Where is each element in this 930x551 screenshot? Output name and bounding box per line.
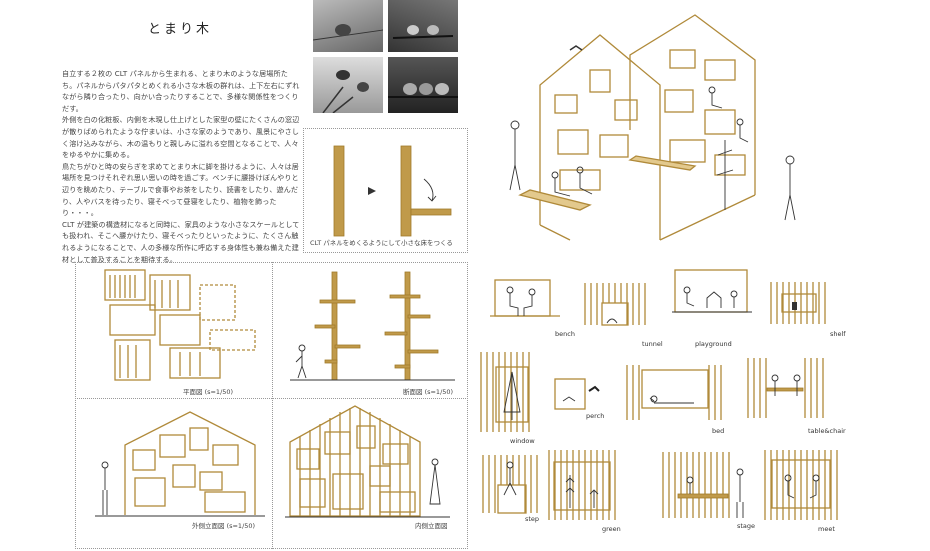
section-drawing bbox=[290, 271, 455, 381]
section-caption: 断面図 (s=1/50) bbox=[403, 388, 454, 396]
scene-label: playground bbox=[695, 340, 732, 348]
scene-label: meet bbox=[818, 525, 835, 533]
scene-label: perch bbox=[586, 412, 605, 420]
scene-perch bbox=[554, 378, 600, 410]
scene-meet bbox=[764, 450, 838, 520]
paragraph: CLT が建築の構造材になると同時に、家具のような小さなスケールとしても扱われ、… bbox=[62, 219, 300, 264]
interior-elevation-drawing bbox=[285, 405, 450, 518]
exterior-elevation-caption: 外側立面図 (s=1/50) bbox=[192, 522, 256, 530]
scene-label: window bbox=[510, 437, 535, 445]
scene-bed bbox=[626, 365, 722, 420]
scene-label: bench bbox=[555, 330, 575, 338]
clt-diagram-box: CLT パネルをめくるようにして小さな床をつくる bbox=[303, 128, 468, 253]
scene-label: table&chair bbox=[808, 427, 846, 435]
paragraph: 鳥たちがひと時の安らぎを求めてとまり木に脚を掛けるように、人々は居場所を見つけそ… bbox=[62, 161, 299, 218]
bird-photo bbox=[388, 57, 458, 113]
scene-tunnel bbox=[584, 283, 646, 326]
axonometric-drawing bbox=[509, 14, 796, 241]
bird-photo bbox=[313, 57, 383, 113]
scene-label: tunnel bbox=[642, 340, 663, 348]
paragraph: 外側を白の化粧板、内側を木現し仕上げとした家型の壁にたくさんの窓辺が散りばめられ… bbox=[62, 115, 300, 160]
scene-label: green bbox=[602, 525, 621, 533]
scene-stage bbox=[662, 452, 744, 518]
interior-elevation-caption: 内側立面図 bbox=[415, 522, 448, 530]
scene-shelf bbox=[770, 282, 826, 324]
drawings-frame bbox=[75, 262, 468, 549]
bird-photo bbox=[388, 0, 458, 52]
scene-window bbox=[480, 352, 530, 432]
paragraph: 自立する２枚の CLT パネルから生まれる、とまり木のような居場所たち。パネルか… bbox=[62, 69, 300, 113]
scene-bench bbox=[490, 279, 560, 317]
scene-label: shelf bbox=[830, 330, 846, 338]
board-title: とまり木 bbox=[147, 22, 212, 37]
scene-label: step bbox=[525, 515, 540, 523]
plan-caption: 平面図 (s=1/50) bbox=[183, 388, 234, 396]
scene-green bbox=[548, 450, 616, 520]
scene-playground bbox=[672, 269, 752, 313]
diagram-caption: CLT パネルをめくるようにして小さな床をつくる bbox=[310, 239, 453, 247]
concept-text: 自立する２枚の CLT パネルから生まれる、とまり木のような居場所たち。パネルか… bbox=[62, 68, 302, 265]
clt-fold-diagram bbox=[333, 145, 452, 237]
scene-label: stage bbox=[737, 522, 756, 530]
bird-photo bbox=[313, 0, 383, 52]
scene-step bbox=[482, 455, 538, 514]
exterior-elevation-drawing bbox=[95, 411, 265, 517]
plan-drawing bbox=[104, 269, 256, 381]
scene-table-chair bbox=[747, 358, 824, 418]
scene-label: bed bbox=[712, 427, 725, 435]
